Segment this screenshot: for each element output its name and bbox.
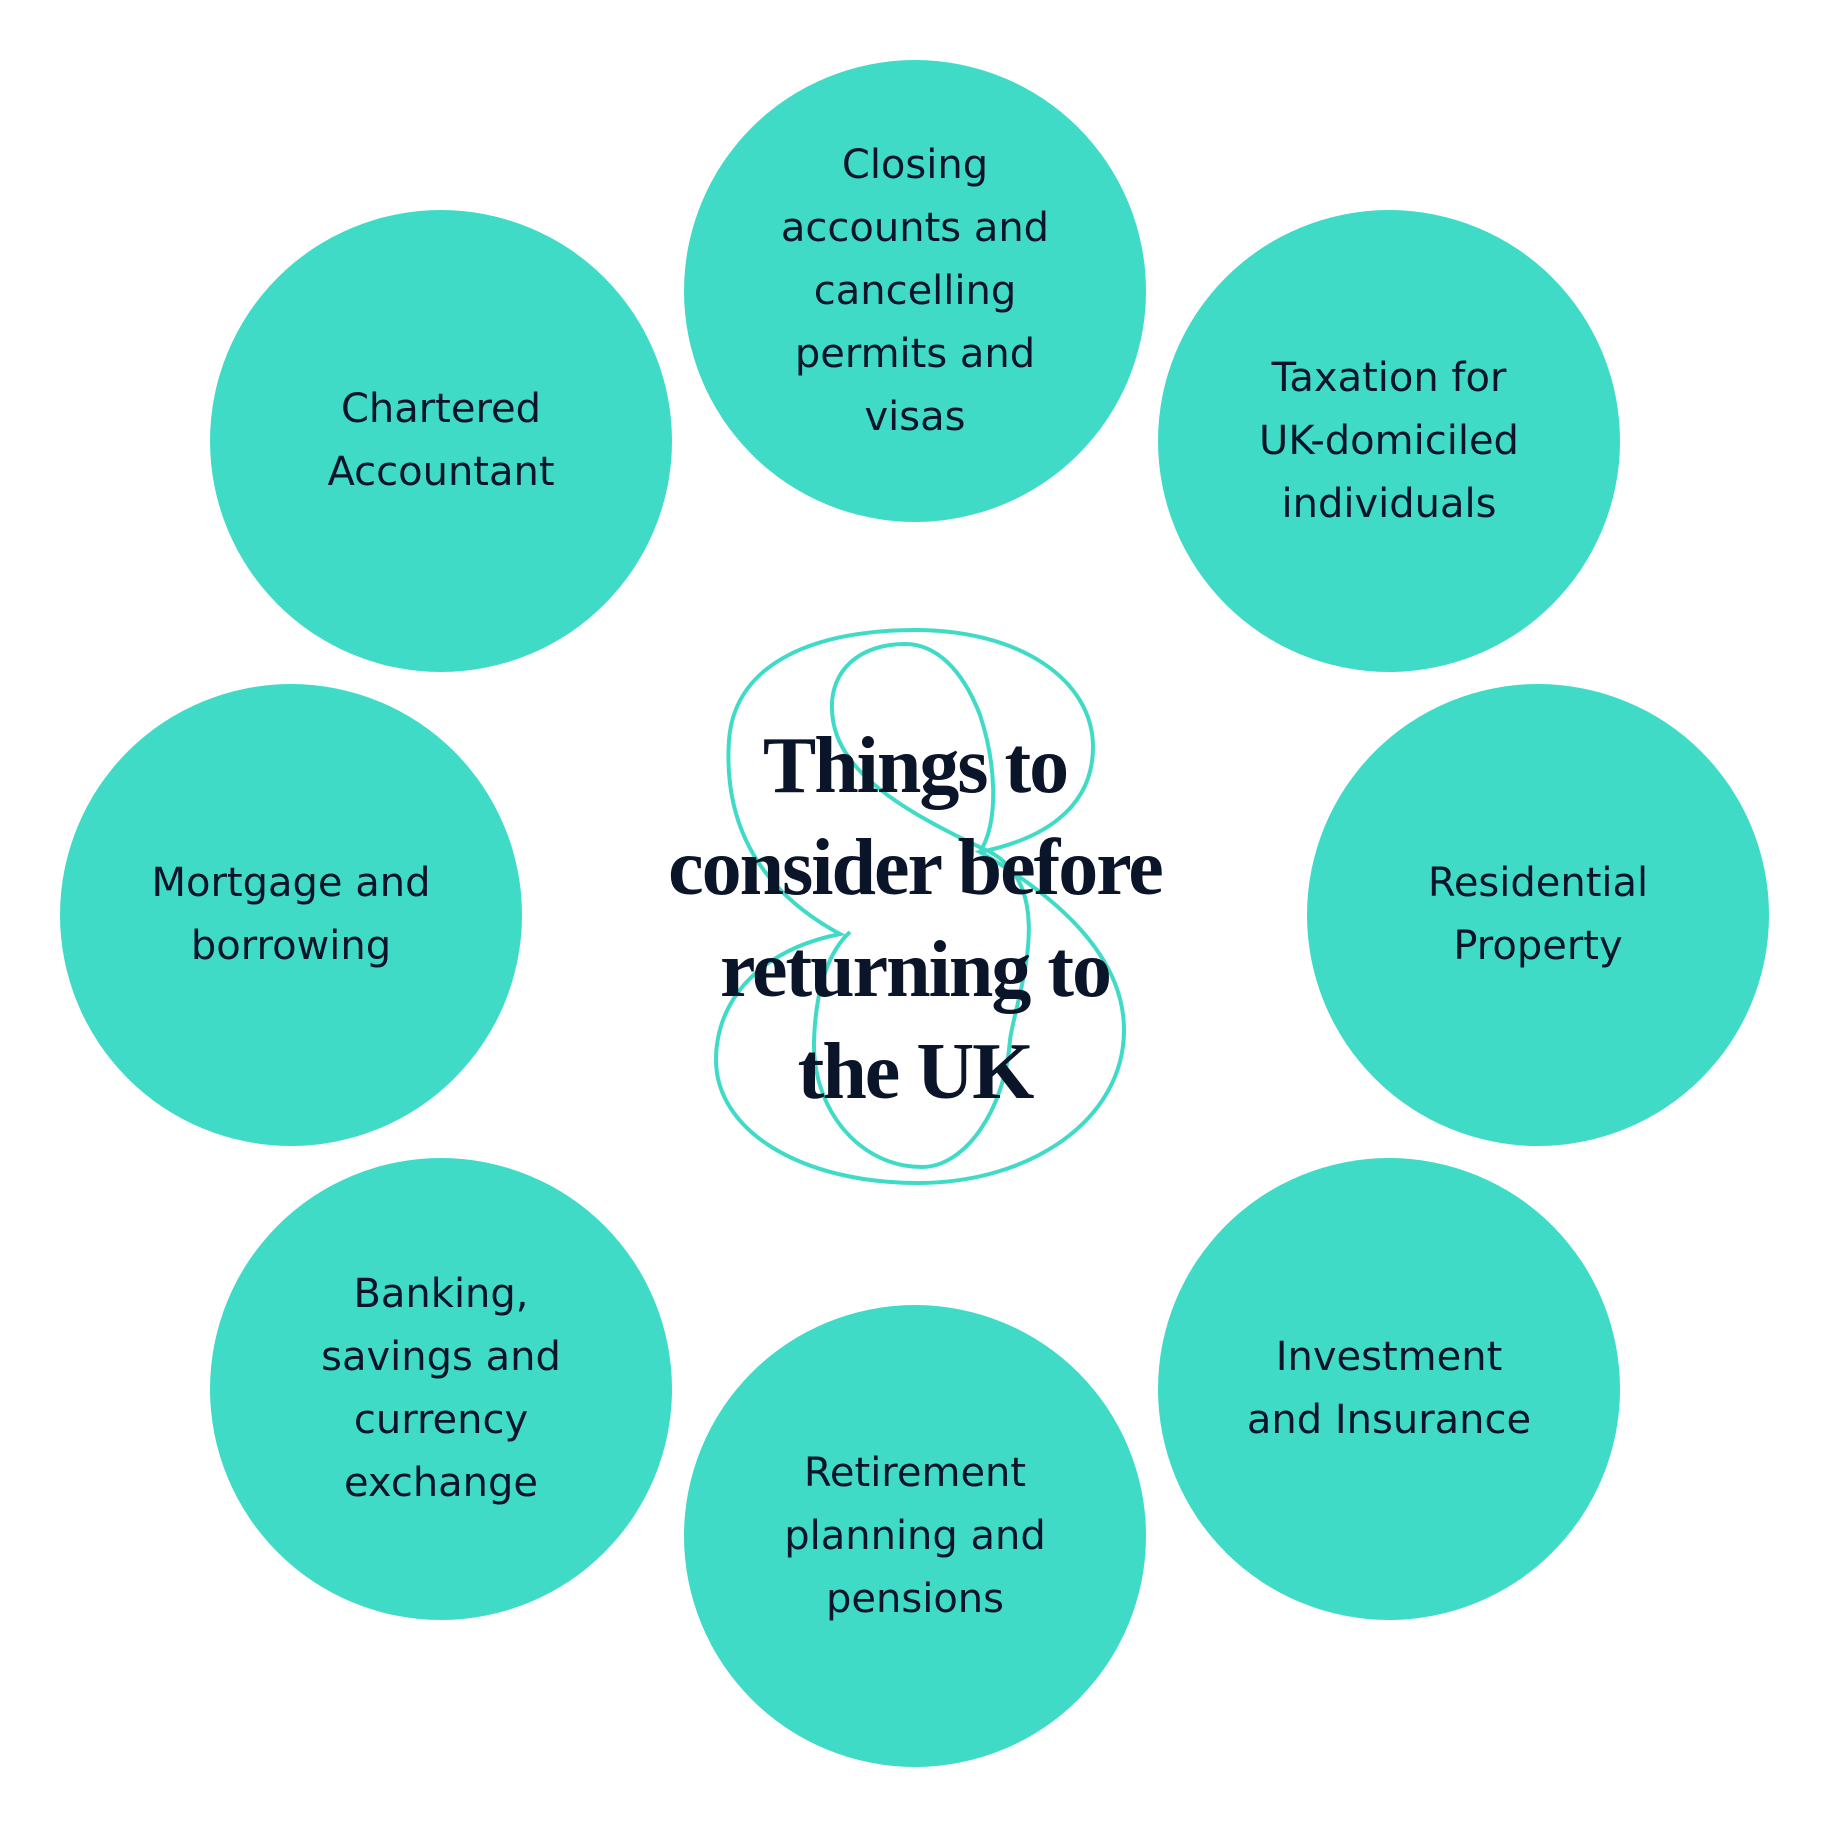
item-label: Banking, savings and currency exchange [321, 1271, 561, 1506]
item-closing-accounts: Closing accounts and cancelling permits … [684, 60, 1146, 522]
item-label: Retirement planning and pensions [784, 1449, 1046, 1622]
item-label: Closing accounts and cancelling permits … [780, 141, 1050, 440]
item-label: Residential Property [1427, 860, 1649, 969]
item-banking-savings: Banking, savings and currency exchange [210, 1158, 672, 1620]
item-mortgage-borrowing: Mortgage and borrowing [60, 684, 522, 1146]
item-retirement-pensions: Retirement planning and pensions [684, 1305, 1146, 1767]
item-label: Mortgage and borrowing [151, 860, 431, 969]
item-chartered-accountant: Chartered Accountant [210, 210, 672, 672]
item-label: Investment and Insurance [1246, 1334, 1532, 1443]
item-label: Taxation for UK-domiciled individuals [1259, 354, 1519, 527]
item-residential-property: Residential Property [1307, 684, 1769, 1146]
item-label: Chartered Accountant [327, 386, 555, 495]
diagram-title: Things to consider before returning to t… [668, 722, 1164, 1116]
item-taxation: Taxation for UK-domiciled individuals [1158, 210, 1620, 672]
item-investment-insurance: Investment and Insurance [1158, 1158, 1620, 1620]
